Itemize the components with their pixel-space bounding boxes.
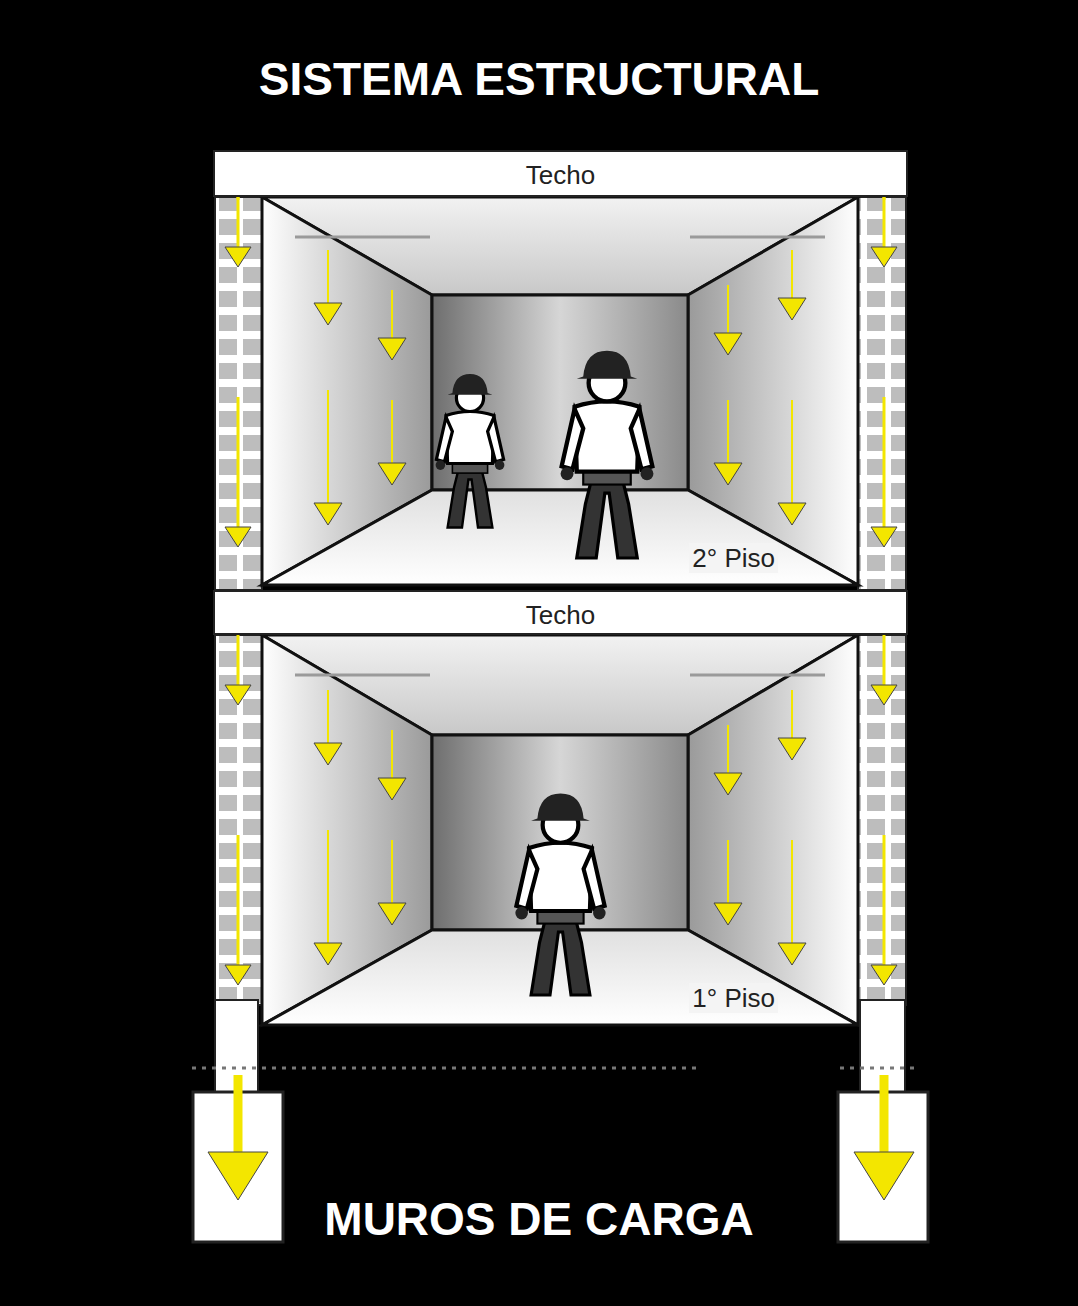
roof-slab: Techo	[213, 590, 908, 635]
load-arrow-head	[871, 527, 897, 547]
load-arrow-head	[871, 685, 897, 705]
diagram-title: SISTEMA ESTRUCTURAL	[0, 52, 1078, 106]
load-arrow	[234, 1075, 243, 1154]
load-arrow	[791, 400, 793, 505]
load-arrow-head	[314, 503, 342, 525]
load-arrow	[327, 390, 329, 505]
load-arrow-head	[378, 778, 406, 800]
load-arrow-head	[225, 527, 251, 547]
load-arrow-head	[714, 773, 742, 795]
load-arrow-head	[871, 965, 897, 985]
load-arrow-head	[314, 943, 342, 965]
load-arrow-head	[778, 298, 806, 320]
load-arrow-head	[225, 247, 251, 267]
load-arrow	[883, 397, 886, 529]
load-arrow-head	[378, 903, 406, 925]
floor-room: 2° Piso	[262, 197, 858, 585]
load-arrow-head	[714, 903, 742, 925]
load-arrow-head	[778, 738, 806, 760]
load-arrow-head	[378, 338, 406, 360]
diagram-caption: MUROS DE CARGA	[0, 1192, 1078, 1246]
load-arrow	[237, 397, 240, 529]
load-arrow	[237, 835, 240, 967]
load-arrow	[791, 690, 793, 740]
slab-label: Techo	[526, 600, 595, 630]
load-arrow	[883, 635, 886, 687]
load-arrow-head	[314, 303, 342, 325]
load-arrow	[237, 635, 240, 687]
load-arrow	[727, 840, 729, 905]
load-arrow	[391, 290, 393, 340]
load-arrow	[883, 835, 886, 967]
roof-slab: Techo	[213, 150, 908, 197]
floor-label: 1° Piso	[689, 983, 778, 1013]
load-arrow	[791, 840, 793, 945]
load-arrow	[883, 197, 886, 249]
load-arrow-head	[378, 463, 406, 485]
load-arrow-head	[225, 965, 251, 985]
floor-room: 1° Piso	[262, 635, 858, 1025]
load-arrow	[880, 1075, 889, 1154]
load-arrow-head	[208, 1152, 268, 1200]
load-arrow	[791, 250, 793, 300]
load-arrow	[727, 400, 729, 465]
load-arrow	[327, 830, 329, 945]
slab-label: Techo	[526, 160, 595, 190]
load-arrow-head	[714, 463, 742, 485]
load-arrow	[391, 730, 393, 780]
load-arrow	[727, 285, 729, 335]
load-arrow	[391, 400, 393, 465]
load-arrow-head	[225, 685, 251, 705]
load-arrow-head	[314, 743, 342, 765]
load-arrow-head	[871, 247, 897, 267]
load-arrow	[327, 250, 329, 305]
floor-label: 2° Piso	[689, 543, 778, 573]
load-arrow-head	[778, 943, 806, 965]
load-arrow-head	[854, 1152, 914, 1200]
load-arrow-head	[778, 503, 806, 525]
load-arrow	[727, 725, 729, 775]
load-arrow-head	[714, 333, 742, 355]
load-arrow	[237, 197, 240, 249]
load-arrow	[391, 840, 393, 905]
load-arrow	[327, 690, 329, 745]
